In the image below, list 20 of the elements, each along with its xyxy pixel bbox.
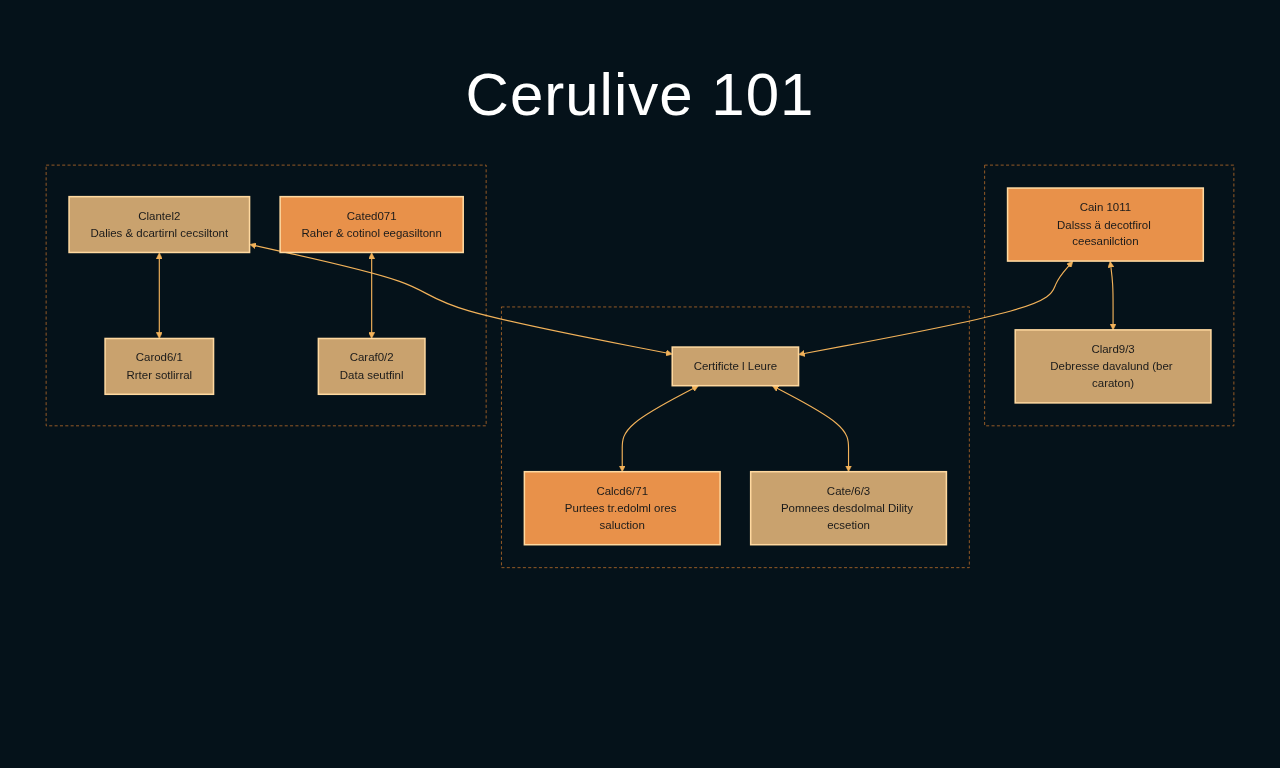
arrow [618,385,699,472]
arrow [772,385,852,472]
node-box: Certificte l Leure [671,346,800,387]
title: Cerulive 101 [465,60,815,129]
cluster [501,306,970,569]
arrow [798,261,1074,357]
node-box: Cain 1011 Dalsss ä decotfirol ceesanilction [1006,187,1205,262]
node-box: Clard9/3 Debresse davalund (ber caraton) [1014,329,1212,404]
cluster [45,164,487,427]
arrow [368,252,376,339]
arrow [155,252,163,339]
arrow [249,242,673,357]
node-box: Cate/6/3 Pomnees desdolmal Dility ecsetion [749,470,948,546]
arrow [1107,261,1117,331]
node-box: Clantel2 Dalies & dcartirnl cecsiltont [68,195,251,254]
node-box: Carod6/1 Rrter sotlirral [104,337,215,396]
node-box: Caraf0/2 Data seutfinl [317,337,426,396]
node-box: Cated071 Raher & cotinol eegasiltonn [279,195,464,254]
node-box: Calcd6/71 Purtees tr.edolml ores saluction [523,470,721,546]
cluster [984,164,1235,427]
